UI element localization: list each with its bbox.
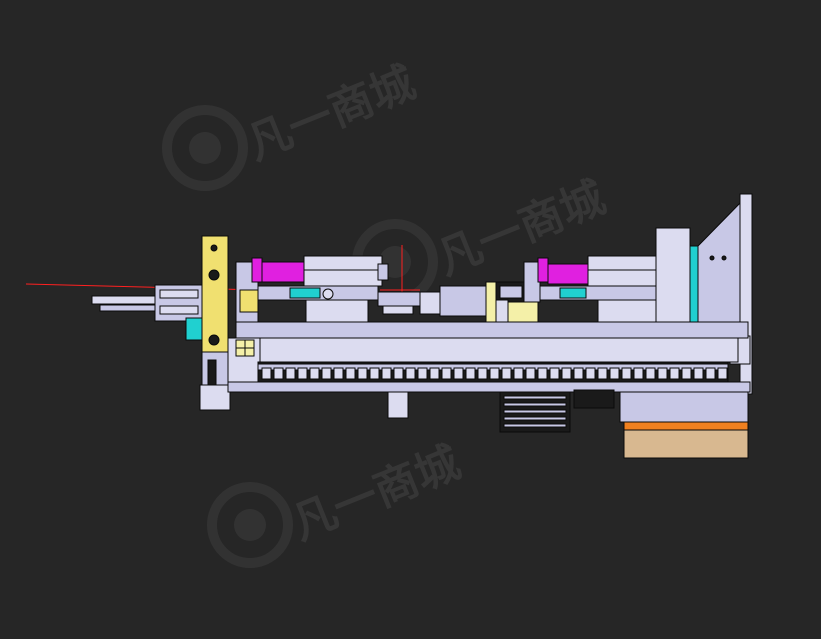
chain-link bbox=[693, 367, 704, 380]
chain-link bbox=[633, 367, 644, 380]
right-housing[interactable] bbox=[655, 193, 753, 395]
cable-chain[interactable] bbox=[257, 361, 729, 383]
chain-link bbox=[417, 367, 428, 380]
chain-link bbox=[525, 367, 536, 380]
chain-link bbox=[489, 367, 500, 380]
chain-link bbox=[549, 367, 560, 380]
chain-link bbox=[309, 367, 320, 380]
chain-link bbox=[345, 367, 356, 380]
chain-link bbox=[273, 367, 284, 380]
left-cylinder-assembly[interactable] bbox=[235, 255, 389, 347]
heat-fin bbox=[503, 416, 567, 421]
watermark-logo-icon bbox=[162, 105, 248, 191]
chain-link bbox=[465, 367, 476, 380]
heat-fin bbox=[503, 423, 567, 428]
chain-link bbox=[453, 367, 464, 380]
chain-link bbox=[369, 367, 380, 380]
machine-assembly[interactable] bbox=[91, 193, 753, 459]
watermark-text: 凡一商城 bbox=[285, 437, 467, 550]
chain-link bbox=[705, 367, 716, 380]
chain-link bbox=[441, 367, 452, 380]
left-shaft[interactable] bbox=[91, 284, 205, 341]
chain-link bbox=[657, 367, 668, 380]
chain-link bbox=[261, 367, 272, 380]
center-bracket[interactable] bbox=[377, 285, 491, 317]
chain-link bbox=[429, 367, 440, 380]
chain-link bbox=[573, 367, 584, 380]
chain-link bbox=[537, 367, 548, 380]
chain-link bbox=[321, 367, 332, 380]
chain-link bbox=[381, 367, 392, 380]
chain-link bbox=[609, 367, 620, 380]
bottom-base[interactable] bbox=[227, 381, 751, 433]
chain-link bbox=[645, 367, 656, 380]
heat-fin bbox=[503, 395, 567, 400]
chain-link bbox=[561, 367, 572, 380]
chain-link bbox=[501, 367, 512, 380]
chain-link bbox=[393, 367, 404, 380]
chain-link bbox=[405, 367, 416, 380]
chain-link bbox=[585, 367, 596, 380]
watermark-text: 凡一商城 bbox=[240, 57, 422, 170]
chain-link bbox=[717, 367, 728, 380]
chain-link bbox=[357, 367, 368, 380]
left-yellow-plate[interactable] bbox=[199, 235, 231, 411]
chain-link bbox=[597, 367, 608, 380]
main-rail[interactable] bbox=[227, 321, 749, 383]
chain-link bbox=[333, 367, 344, 380]
chain-link bbox=[621, 367, 632, 380]
heat-fin bbox=[503, 402, 567, 407]
chain-link bbox=[669, 367, 680, 380]
motor-block[interactable] bbox=[619, 391, 749, 459]
chain-link bbox=[681, 367, 692, 380]
chain-link bbox=[297, 367, 308, 380]
chain-link bbox=[285, 367, 296, 380]
chain-link bbox=[513, 367, 524, 380]
watermark-logo-icon bbox=[207, 482, 293, 568]
heat-fin bbox=[503, 409, 567, 414]
chain-link bbox=[477, 367, 488, 380]
